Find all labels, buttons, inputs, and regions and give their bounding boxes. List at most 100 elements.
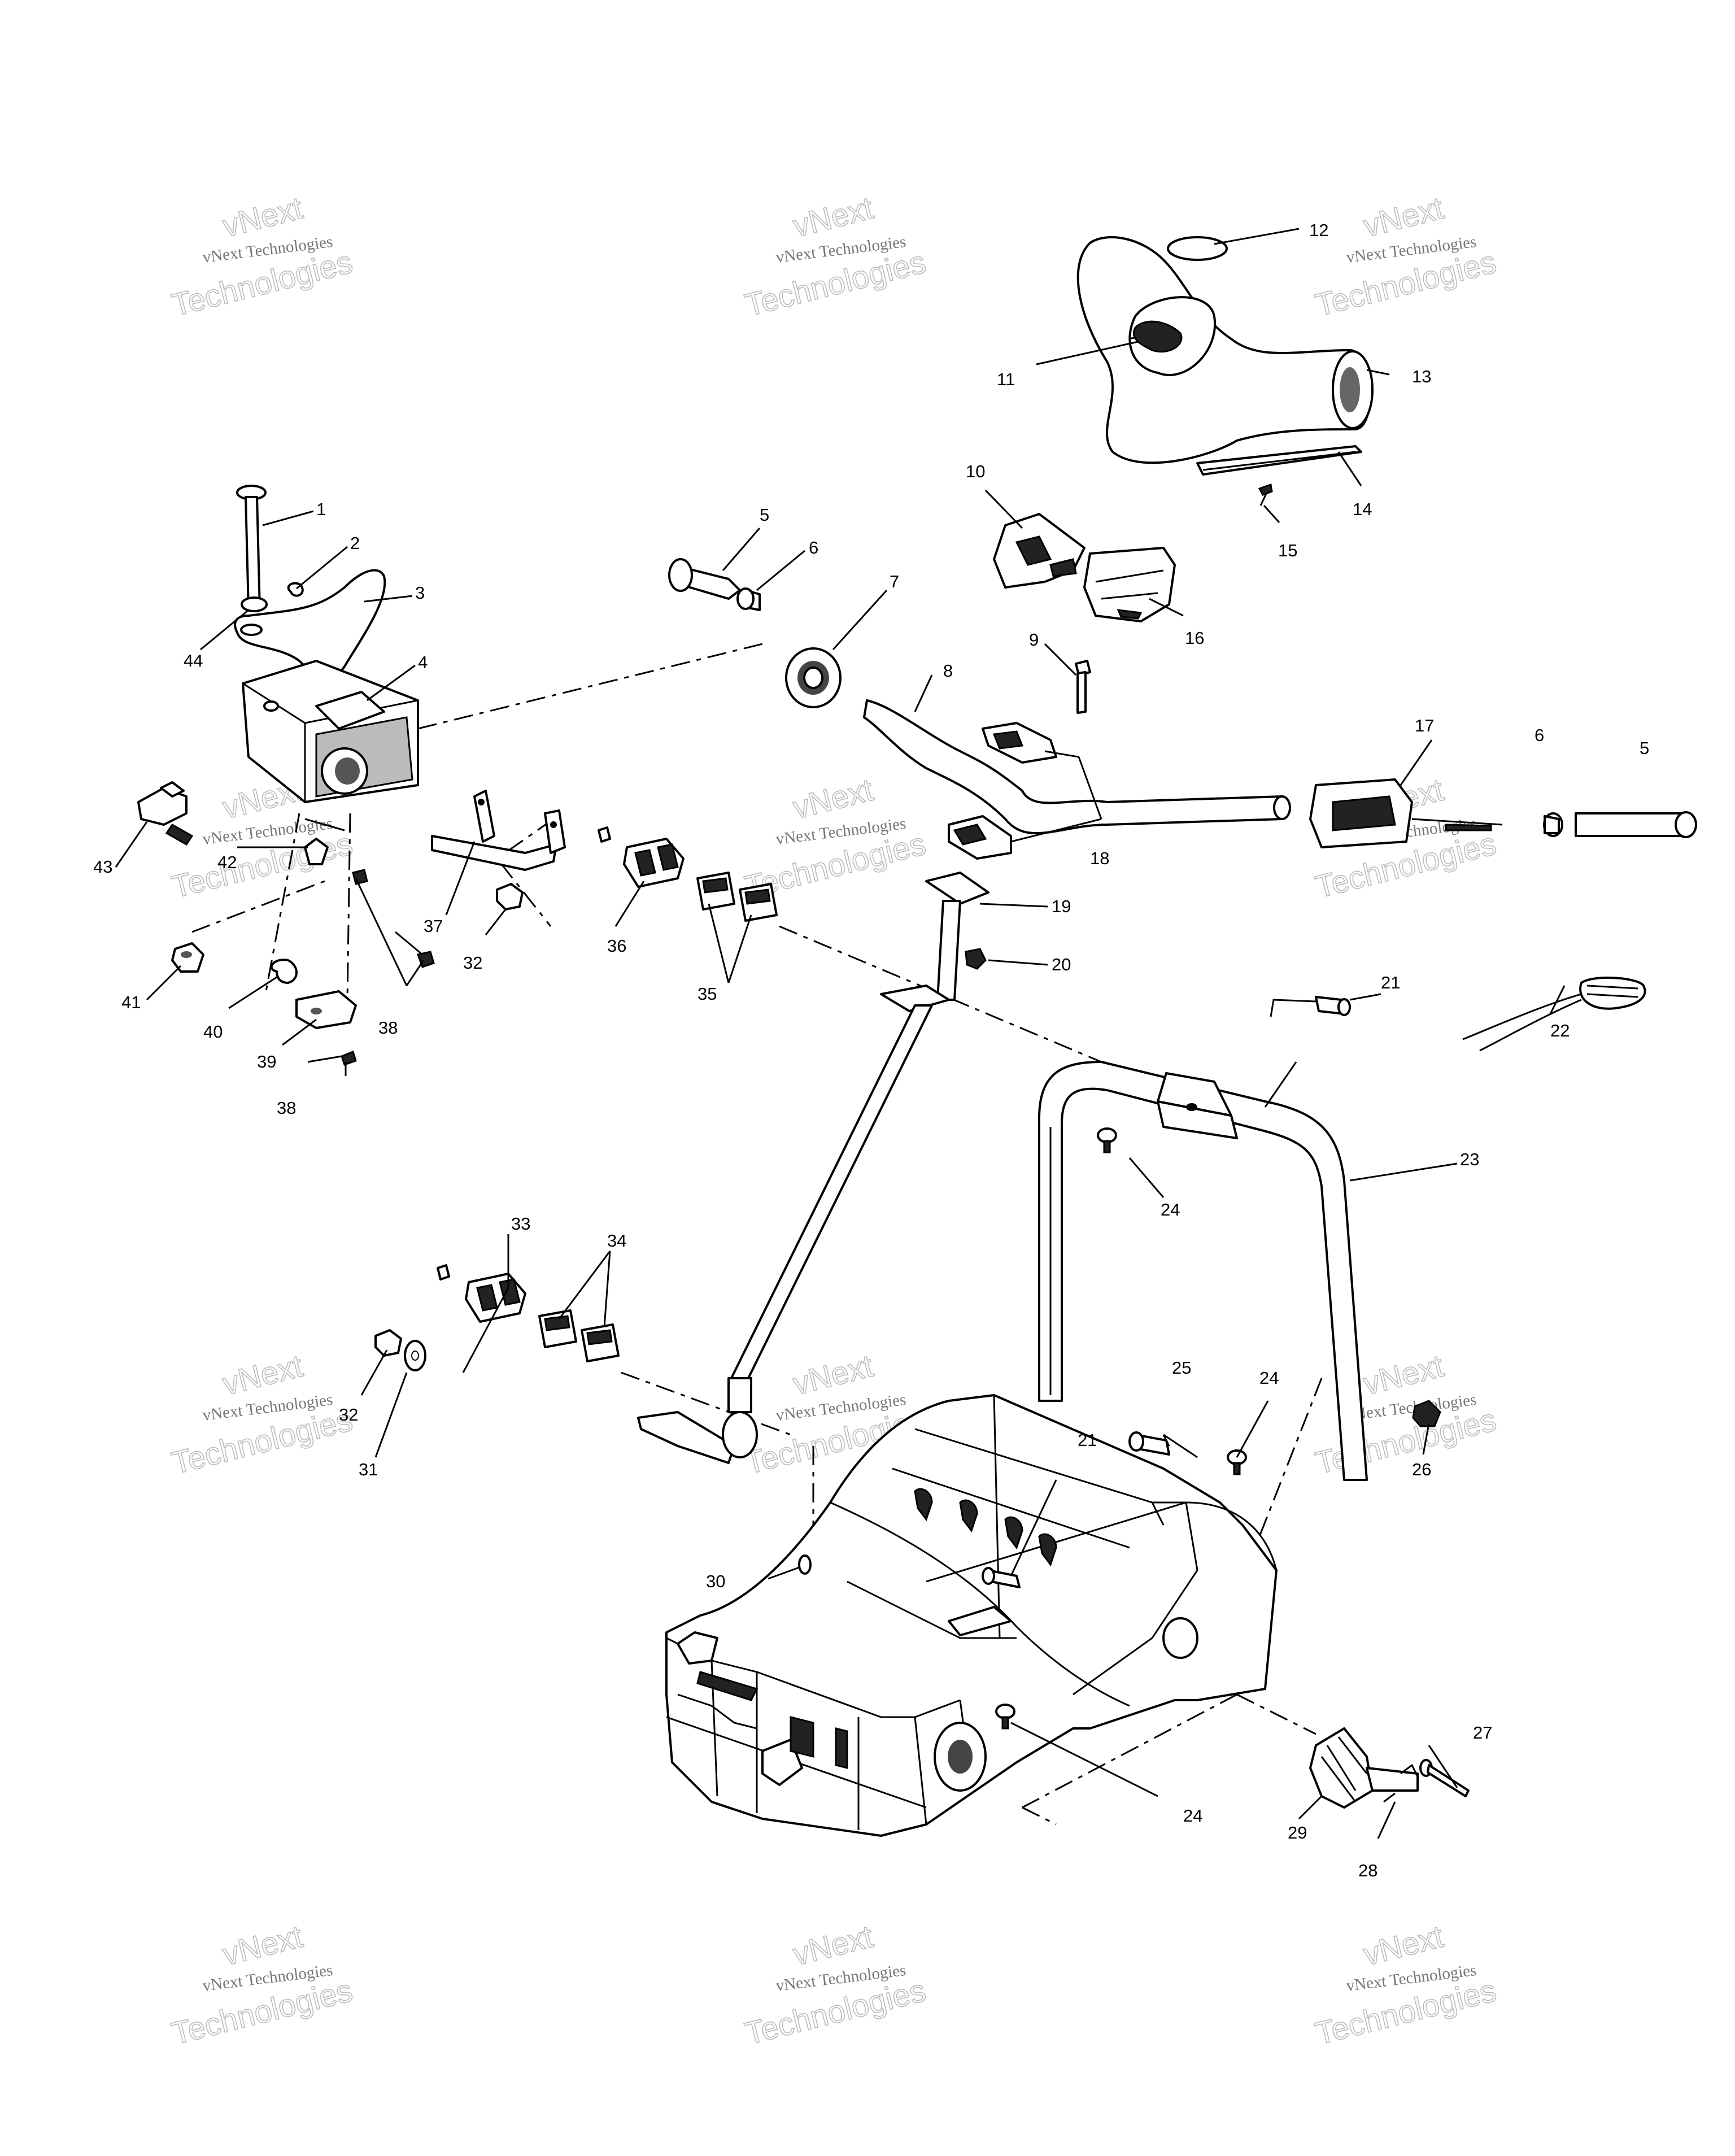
callout-11: 11 [997, 369, 1015, 389]
callout-28: 28 [1358, 1861, 1377, 1880]
nut-32-upper [496, 883, 524, 911]
leader-lines [115, 228, 1566, 1839]
svg-text:vNext: vNext [1360, 1348, 1448, 1402]
support-hoop [1038, 1061, 1368, 1481]
callout-16: 16 [1185, 628, 1204, 648]
callout-5b: 5 [1640, 738, 1649, 758]
callout-26: 26 [1412, 1460, 1431, 1479]
mounting-plate-39 [295, 990, 357, 1029]
callout-12: 12 [1309, 220, 1328, 240]
wire-harness-22 [1462, 976, 1646, 1052]
steering-post [637, 872, 989, 1464]
callout-18: 18 [1090, 848, 1109, 868]
callout-40: 40 [203, 1022, 223, 1042]
washer-30 [798, 1554, 812, 1575]
pivot-bolt-42 [304, 818, 345, 865]
bolt-38-lower [341, 1051, 357, 1076]
e-clip-40 [270, 959, 298, 984]
callout-2: 2 [350, 533, 360, 553]
bolt-25 [1128, 1431, 1170, 1456]
bushing-35b [739, 883, 778, 922]
callout-29: 29 [1288, 1823, 1307, 1843]
callout-20: 20 [1052, 955, 1071, 974]
handlebar-pad [1076, 236, 1374, 464]
brake-switch [137, 781, 194, 846]
callout-19: 19 [1052, 896, 1071, 916]
callout-38b: 38 [277, 1098, 296, 1118]
switch-housing-right [1083, 547, 1176, 622]
switch-housing-left [993, 513, 1086, 589]
callout-23: 23 [1460, 1149, 1479, 1169]
callout-21a: 21 [1381, 973, 1400, 992]
handlebar-clamp-upper [982, 722, 1057, 764]
locknut-41 [171, 942, 204, 973]
reflector-29 [1309, 1727, 1419, 1809]
callout-35: 35 [698, 984, 717, 1004]
callout-21b: 21 [1078, 1430, 1097, 1450]
callout-32a: 32 [463, 953, 482, 973]
bar-end-left [736, 587, 761, 611]
clip-28 [1383, 1763, 1419, 1803]
grip-left [668, 558, 741, 600]
watermark-lower-left: vNext vNext Technologies Technologies [168, 1347, 356, 1481]
nut-32-lower [374, 1329, 402, 1357]
callout-14: 14 [1353, 499, 1372, 519]
callout-24b: 24 [1259, 1368, 1279, 1388]
svg-text:vNext: vNext [219, 1918, 307, 1972]
callout-labels: 1 2 3 4 44 43 42 41 40 39 38 38 37 32 36… [93, 220, 1649, 1880]
bushing-34a [538, 1309, 577, 1348]
bushing-35a [696, 872, 735, 911]
watermark-top-right: vNext vNext Technologies Technologies [1311, 189, 1500, 323]
callout-4: 4 [418, 652, 428, 672]
callout-41: 41 [121, 992, 141, 1012]
steering-arm [234, 569, 386, 678]
callout-25: 25 [1172, 1358, 1191, 1378]
callout-44: 44 [184, 651, 203, 670]
svg-text:vNext: vNext [790, 190, 877, 244]
bracket-37 [431, 790, 566, 871]
callout-6b: 6 [1535, 725, 1544, 745]
nut-26 [1412, 1400, 1441, 1427]
callout-42: 42 [217, 852, 237, 872]
pad-screw [1258, 483, 1273, 506]
callout-43: 43 [93, 857, 112, 877]
svg-text:vNext: vNext [219, 1348, 307, 1402]
callout-1: 1 [316, 499, 326, 519]
watermark-top-left: vNext vNext Technologies Technologies [168, 189, 356, 323]
callout-39: 39 [257, 1052, 276, 1072]
callout-31: 31 [359, 1460, 378, 1479]
callout-5a: 5 [760, 505, 769, 525]
rivet-24-lower [995, 1704, 1015, 1730]
chassis-frame [665, 1394, 1278, 1837]
pad-trim-strip [1196, 445, 1362, 476]
bolt-38-upper [352, 869, 435, 968]
bushing-34b [581, 1323, 620, 1362]
callout-9: 9 [1029, 630, 1039, 650]
rivet-24-mid [1227, 1449, 1247, 1475]
riser-bolt [1075, 660, 1091, 714]
washer-44 [241, 596, 268, 612]
callout-24c: 24 [1183, 1806, 1202, 1826]
fitting-36 [598, 826, 685, 888]
callout-8: 8 [943, 661, 953, 681]
watermark-bottom-center: vNext vNext Technologies Technologies [741, 1918, 930, 2052]
rivet-24-upper [1097, 1127, 1117, 1153]
callout-38a: 38 [378, 1018, 398, 1038]
callout-17: 17 [1415, 716, 1434, 735]
callout-6a: 6 [809, 538, 818, 557]
callout-37: 37 [424, 916, 443, 936]
grip-right [1575, 811, 1697, 838]
svg-text:vNext: vNext [790, 772, 877, 826]
callout-30: 30 [706, 1571, 725, 1591]
callout-34: 34 [607, 1231, 626, 1251]
callout-36: 36 [607, 936, 626, 956]
callout-13: 13 [1412, 367, 1431, 386]
bolt-21-upper [1315, 996, 1351, 1016]
callout-33: 33 [511, 1214, 530, 1234]
callout-10: 10 [966, 461, 985, 481]
screw-27 [1419, 1759, 1470, 1797]
handlebar-clamp-lower [948, 815, 1012, 860]
callout-27: 27 [1473, 1723, 1492, 1743]
callout-7: 7 [890, 572, 899, 591]
